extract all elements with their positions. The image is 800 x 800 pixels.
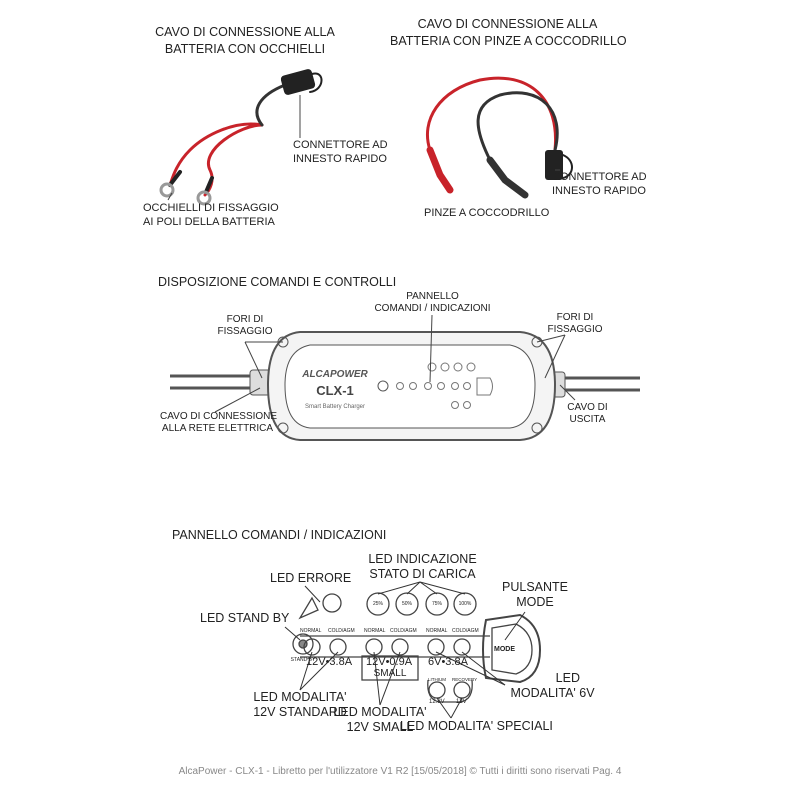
led-special-label: LED MODALITA' SPECIALI bbox=[400, 719, 553, 733]
label-line: FISSAGGIO bbox=[217, 326, 273, 337]
label-line: CAVO DI bbox=[567, 402, 608, 413]
title-line: CAVO DI CONNESSIONE ALLA bbox=[417, 17, 598, 31]
leader-lines-device bbox=[214, 314, 576, 413]
eyelet-cable-illustration bbox=[159, 69, 323, 206]
label-line: USCITA bbox=[569, 414, 606, 425]
controls-layout-title: DISPOSIZIONE COMANDI E CONTROLLI bbox=[158, 275, 397, 289]
label-line: CONNETTORE AD bbox=[293, 139, 388, 151]
control-panel-title: PANNELLO COMANDI / INDICAZIONI bbox=[172, 528, 387, 542]
device-subtitle: Smart Battery Charger bbox=[304, 404, 366, 410]
label-line: LED bbox=[555, 671, 580, 685]
charger-device-illustration bbox=[170, 331, 640, 441]
output-cable-label: CAVO DI USCITA bbox=[560, 402, 615, 426]
holes-right-label: FORI DI FISSAGGIO bbox=[540, 312, 610, 336]
mains-cable-label: CAVO DI CONNESSIONE ALLA RETE ELETTRICA bbox=[160, 411, 278, 435]
charge-25: 25% bbox=[372, 601, 383, 607]
panel-label: PANNELLO COMANDI / INDICAZIONI bbox=[370, 291, 495, 315]
label-line: LED MODALITA' bbox=[253, 690, 347, 704]
label-line: LED INDICAZIONE bbox=[368, 552, 477, 566]
mode-12v-print: 12V•3.8A bbox=[306, 656, 353, 668]
quick-connector-label-2: CONNETTORE AD INNESTO RAPIDO bbox=[552, 170, 647, 198]
leader-lines-panel bbox=[284, 581, 526, 719]
label-line: PULSANTE bbox=[502, 580, 568, 594]
device-brand-logo: ALCAPOWER bbox=[302, 369, 368, 380]
label-line: CONNETTORE AD bbox=[552, 171, 647, 183]
device-model: CLX-1 bbox=[316, 383, 354, 398]
charge-75: 75% bbox=[431, 601, 442, 607]
label-line: 12V SMALL bbox=[346, 720, 414, 734]
recovery-print: RECOVERY bbox=[452, 677, 478, 682]
title-line: BATTERIA CON OCCHIELLI bbox=[164, 42, 326, 56]
clamps-label: PINZE A COCCODRILLO bbox=[424, 207, 550, 219]
led-standby-label: LED STAND BY bbox=[200, 611, 290, 625]
label-line: AI POLI DELLA BATTERIA bbox=[143, 216, 275, 228]
label-line: 12V STANDARD bbox=[253, 705, 347, 719]
lithium-print: LITHIUM bbox=[428, 677, 446, 682]
normal-print: NORMAL bbox=[426, 628, 448, 634]
charge-100: 100% bbox=[458, 601, 472, 607]
charge-50: 50% bbox=[401, 601, 412, 607]
cold-print: COLD/AGM bbox=[390, 628, 417, 634]
mode-button: MODE bbox=[494, 646, 515, 653]
label-line: FISSAGGIO bbox=[547, 324, 603, 335]
mode-small-print: 12V•0.9A bbox=[366, 656, 413, 668]
mode-6v-print: 6V•3.8A bbox=[428, 656, 468, 668]
clamp-cable-illustration bbox=[425, 76, 573, 199]
led-error-label: LED ERRORE bbox=[270, 571, 352, 585]
control-panel-diagram bbox=[292, 592, 542, 703]
normal-print: NORMAL bbox=[300, 628, 322, 634]
normal-print: NORMAL bbox=[364, 628, 386, 634]
label-line: INNESTO RAPIDO bbox=[293, 153, 387, 165]
led-12v-small-label: LED MODALITA' 12V SMALL bbox=[325, 705, 435, 735]
standby-print: STAND BY bbox=[290, 657, 316, 663]
recovery-voltage: 12V bbox=[456, 699, 467, 705]
label-line: LED MODALITA' bbox=[333, 705, 427, 719]
eyelets-label: OCCHIELLI DI FISSAGGIO AI POLI DELLA BAT… bbox=[143, 201, 279, 229]
led-charge-label: LED INDICAZIONE STATO DI CARICA bbox=[365, 552, 480, 582]
label-line: CAVO DI CONNESSIONE bbox=[160, 411, 278, 422]
clamp-cable-title: CAVO DI CONNESSIONE ALLA BATTERIA CON PI… bbox=[390, 16, 627, 50]
small-print: SMALL bbox=[373, 668, 407, 679]
label-line: PANNELLO bbox=[406, 291, 459, 302]
leader-lines bbox=[167, 95, 560, 201]
led-6v-label: LED MODALITA' 6V bbox=[505, 671, 600, 701]
mode-button-label: PULSANTE MODE bbox=[495, 580, 575, 610]
label-line: FORI DI bbox=[556, 312, 594, 323]
error-led-triangle bbox=[298, 596, 319, 620]
quick-connector-label: CONNETTORE AD INNESTO RAPIDO bbox=[293, 138, 388, 166]
cold-print: COLD/AGM bbox=[328, 628, 355, 634]
label-line: MODALITA' 6V bbox=[510, 686, 595, 700]
label-line: MODE bbox=[516, 595, 554, 609]
holes-left-label: FORI DI FISSAGGIO bbox=[210, 314, 280, 338]
label-line: INNESTO RAPIDO bbox=[552, 185, 646, 197]
page-footer: AlcaPower - CLX-1 - Libretto per l'utili… bbox=[178, 766, 622, 777]
label-line: ALLA RETE ELETTRICA bbox=[161, 423, 274, 434]
label-line: FORI DI bbox=[226, 314, 264, 325]
eyelet-cable-title: CAVO DI CONNESSIONE ALLA BATTERIA CON OC… bbox=[145, 24, 345, 58]
cold-print: COLD/AGM bbox=[452, 628, 479, 634]
lithium-voltage: 12.8V bbox=[429, 699, 445, 705]
led-12v-standard-label: LED MODALITA' 12V STANDARD bbox=[245, 690, 355, 720]
title-line: CAVO DI CONNESSIONE ALLA bbox=[155, 25, 335, 39]
title-line: BATTERIA CON PINZE A COCCODRILLO bbox=[390, 34, 627, 48]
label-line: STATO DI CARICA bbox=[369, 567, 476, 581]
label-line: COMANDI / INDICAZIONI bbox=[374, 303, 491, 314]
label-line: OCCHIELLI DI FISSAGGIO bbox=[143, 202, 279, 214]
